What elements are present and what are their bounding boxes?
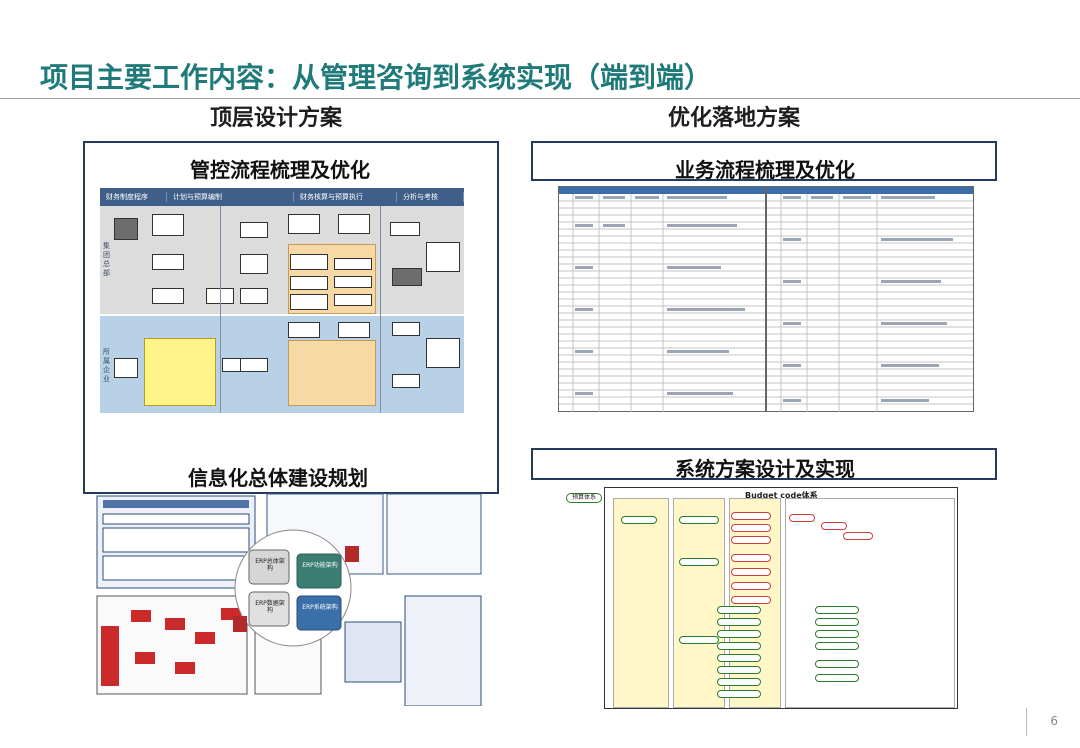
process-table-right <box>766 186 974 412</box>
flow-node <box>392 268 422 286</box>
it-planning-label: 信息化总体建设规划 <box>148 462 408 491</box>
flow-node <box>338 214 370 234</box>
flow-node <box>152 214 184 236</box>
flow-node <box>288 214 320 234</box>
system-design-label: 系统方案设计及实现 <box>675 457 855 481</box>
flow-node <box>152 254 184 270</box>
flowchart-image: 财务制度程序 计划与预算编制 财务核算与预算执行 分析与考核 集团总部 所属企业 <box>100 188 464 416</box>
title-divider <box>0 98 1080 99</box>
flow-node <box>392 322 420 336</box>
flow-node <box>390 222 420 236</box>
budget-code-chart: Budget code体系 <box>604 487 958 709</box>
page-number-divider <box>1026 708 1027 736</box>
system-design-frame <box>531 448 997 480</box>
flow-node-group <box>288 340 376 406</box>
flow-node <box>152 288 184 304</box>
flowchart-col-3: 财务核算与预算执行 <box>294 192 397 202</box>
flow-node <box>114 358 138 378</box>
architecture-collage <box>96 493 482 706</box>
process-table-left <box>558 186 766 412</box>
flow-node <box>426 242 460 272</box>
flow-node <box>114 218 138 240</box>
flowchart-col-2: 计划与预算编制 <box>167 192 294 202</box>
flow-node <box>240 254 268 274</box>
flow-node <box>240 288 268 304</box>
band-label-group: 集团总部 <box>103 242 110 277</box>
flow-node <box>240 358 268 372</box>
it-planning-image: ERP总体架构 ERP功能架构 ERP数据架构 ERP系统架构 <box>95 492 487 706</box>
left-section-heading: 顶层设计方案 <box>210 106 343 131</box>
flow-node <box>290 276 328 290</box>
slide-title: 项目主要工作内容：从管理咨询到系统实现（端到端） <box>40 61 713 94</box>
flow-node <box>290 254 328 270</box>
management-process-label: 管控流程梳理及优化 <box>190 158 370 182</box>
flow-node <box>426 338 460 368</box>
flow-node <box>338 322 370 338</box>
flowchart-col-1: 财务制度程序 <box>100 192 167 202</box>
flowchart-column-headers: 财务制度程序 计划与预算编制 财务核算与预算执行 分析与考核 <box>100 188 464 206</box>
page-number: 6 <box>1050 714 1058 728</box>
flow-node <box>392 374 420 388</box>
erp-piece-system: ERP系统架构 <box>302 604 338 611</box>
budget-code-title: Budget code体系 <box>745 491 818 500</box>
flow-node-group <box>144 338 216 406</box>
management-process-frame <box>83 141 499 494</box>
flow-node <box>288 322 320 338</box>
business-process-label: 业务流程梳理及优化 <box>675 158 855 182</box>
erp-piece-overall: ERP总体架构 <box>255 558 285 572</box>
erp-piece-data: ERP数据架构 <box>255 600 285 614</box>
band-label-units: 所属企业 <box>103 348 110 383</box>
right-section-heading: 优化落地方案 <box>668 106 801 131</box>
flow-node <box>290 294 328 310</box>
erp-piece-function: ERP功能架构 <box>302 562 338 569</box>
flow-node <box>334 294 372 306</box>
flow-node <box>334 276 372 288</box>
flow-node <box>240 222 268 238</box>
budget-root-node: 预算体系 <box>566 493 602 503</box>
flowchart-col-4: 分析与考核 <box>397 192 464 202</box>
flow-node <box>334 258 372 270</box>
business-process-frame <box>531 141 997 181</box>
